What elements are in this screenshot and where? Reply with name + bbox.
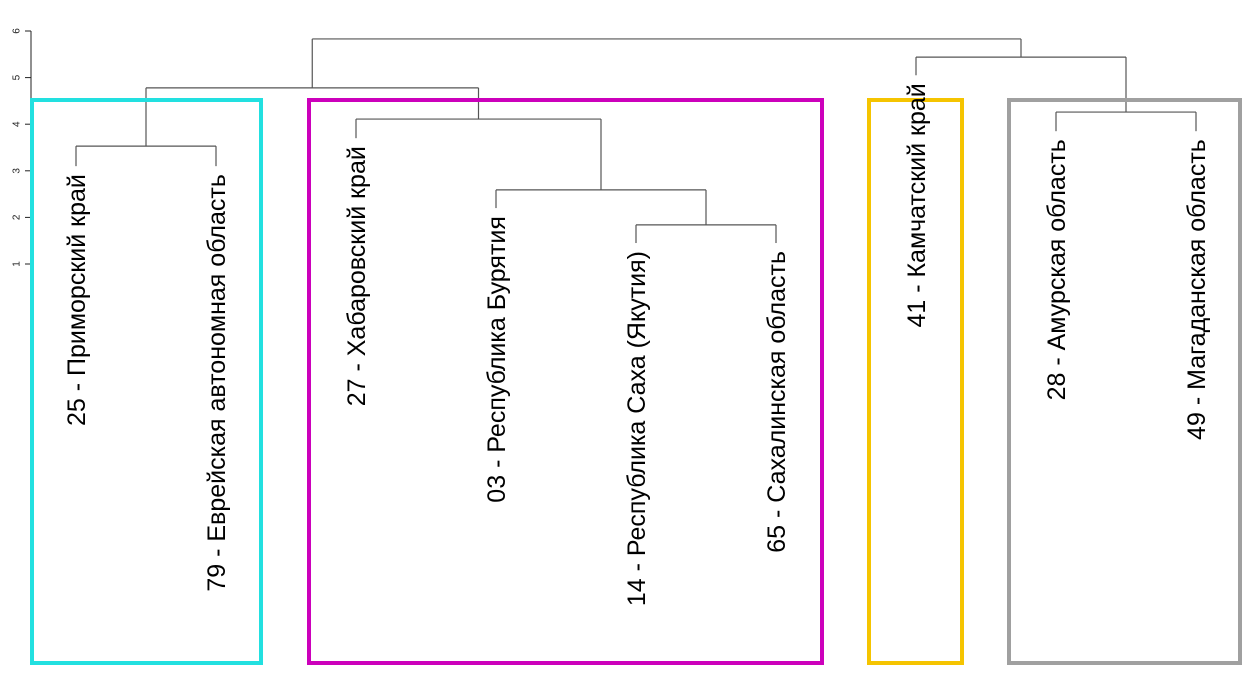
leaf-label: 27 - Хабаровский край (343, 146, 371, 406)
leaf-label: 03 - Республика Бурятия (483, 216, 511, 503)
y-tick-label: 2 (12, 214, 23, 220)
y-tick-label: 1 (12, 261, 23, 267)
leaf-label: 65 - Сахалинская область (763, 251, 791, 553)
cluster-1-box (30, 98, 263, 665)
leaf-label: 14 - Республика Саха (Якутия) (623, 251, 651, 606)
leaf-labels: 25 - Приморский край 79 - Еврейская автон… (63, 83, 1211, 606)
dendrogram-branches (75, 38, 1197, 244)
y-tick-label: 3 (12, 168, 23, 174)
y-axis: 1 2 3 4 5 6 (12, 28, 32, 267)
y-tick-label: 6 (12, 28, 23, 34)
cluster-boxes (30, 98, 1242, 665)
leaf-label: 41 - Камчатский край (903, 83, 931, 327)
y-tick-label: 4 (12, 121, 23, 127)
cluster-2-box (307, 98, 824, 665)
leaf-label: 25 - Приморский край (63, 174, 91, 426)
leaf-label: 28 - Амурская область (1043, 139, 1071, 400)
cluster-4-box (1007, 98, 1242, 665)
leaf-label: 49 - Магаданская область (1183, 139, 1211, 440)
cluster-3-box (867, 98, 964, 665)
y-tick-label: 5 (12, 74, 23, 80)
leaf-label: 79 - Еврейская автономная область (203, 174, 231, 592)
